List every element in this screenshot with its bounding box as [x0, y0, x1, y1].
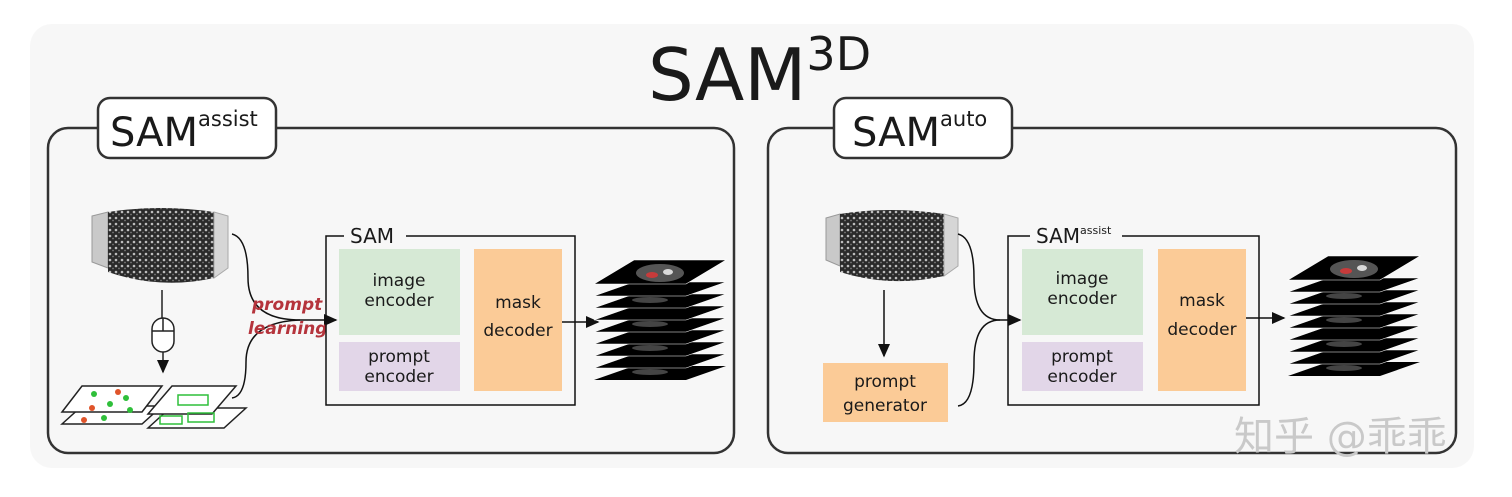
svg-text:encoder: encoder	[1047, 289, 1116, 309]
watermark: 知乎 @乖乖	[1234, 414, 1447, 460]
svg-text:prompt: prompt	[368, 347, 430, 367]
svg-text:decoder: decoder	[1167, 320, 1236, 340]
main-title: SAM3D	[648, 27, 871, 117]
svg-text:encoder: encoder	[364, 367, 433, 387]
svg-text:prompt: prompt	[854, 372, 916, 392]
svg-text:image: image	[373, 271, 426, 291]
right-image-curve	[957, 233, 1022, 326]
right-mask-decoder	[1158, 249, 1246, 391]
left-sam-box	[325, 235, 576, 406]
right-mask-stack	[1286, 255, 1422, 376]
svg-text:mask: mask	[1179, 291, 1225, 311]
right-image-encoder	[1022, 249, 1143, 335]
box-prompt-layers	[146, 385, 248, 429]
prompt-learning-label-2: learning	[248, 319, 327, 339]
prompt-learning-label: prompt	[251, 295, 323, 315]
right-sam-box-title: SAMassist	[1036, 224, 1112, 248]
left-panel	[46, 126, 736, 455]
point-prompt-layers	[60, 385, 164, 425]
prompt-generator	[823, 363, 948, 422]
svg-text:prompt: prompt	[1051, 347, 1113, 367]
svg-text:encoder: encoder	[1047, 367, 1116, 387]
left-mask-decoder	[474, 249, 562, 391]
svg-text:encoder: encoder	[364, 291, 433, 311]
svg-text:image: image	[1056, 269, 1109, 289]
right-panel	[766, 126, 1458, 455]
right-panel-label: SAMauto	[852, 107, 987, 156]
left-mask-stack	[592, 259, 728, 380]
right-panel-label-box	[832, 96, 1014, 160]
svg-text:decoder: decoder	[483, 321, 552, 341]
svg-text:mask: mask	[495, 293, 541, 313]
left-sam-box-title: SAM	[350, 224, 394, 248]
left-prompt-encoder	[339, 342, 460, 391]
mouse-icon	[151, 290, 175, 374]
prompt-to-sam-curve	[231, 319, 301, 399]
left-image-encoder	[339, 249, 460, 335]
svg-text:generator: generator	[843, 396, 927, 416]
right-prompt-encoder	[1022, 342, 1143, 391]
ct-volume-image-right	[825, 210, 959, 282]
right-generator-curve	[957, 319, 1001, 407]
left-panel-label: SAMassist	[110, 107, 258, 156]
ct-volume-image	[91, 208, 229, 283]
image-to-sam-curve	[231, 233, 338, 326]
left-panel-label-box	[96, 96, 278, 160]
right-sam-box	[1007, 235, 1260, 406]
